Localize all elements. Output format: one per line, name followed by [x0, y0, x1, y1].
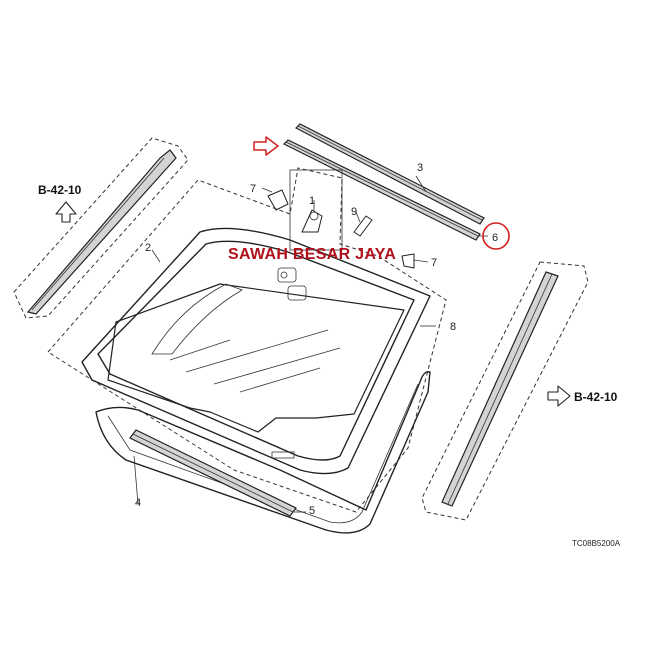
cowl-strip: [129, 429, 306, 517]
ref-label-right: B-42-10: [574, 390, 618, 404]
clip-fasteners: [261, 187, 429, 269]
callout-2: 2: [145, 242, 151, 254]
callout-1: 1: [309, 195, 315, 207]
windshield-glass: [81, 227, 431, 475]
ref-arrow-right-icon: [547, 385, 571, 407]
highlight-arrow-icon: [253, 136, 279, 156]
callout-6: 6: [492, 232, 498, 244]
left-pillar-group: [13, 137, 189, 319]
callout-5: 5: [309, 505, 315, 517]
highlight-circle: [482, 222, 510, 250]
watermark-text: SAWAH BESAR JAYA: [228, 246, 396, 263]
callout-8: 8: [450, 321, 456, 333]
callout-7-left: 7: [250, 183, 256, 195]
lower-dam-rubber: [95, 371, 431, 534]
sensor-holder: [289, 169, 343, 251]
callout-7-right: 7: [431, 257, 437, 269]
ref-label-left: B-42-10: [38, 183, 82, 197]
ref-arrow-up-icon: [55, 201, 77, 223]
callout-4: 4: [135, 497, 141, 509]
clip-part: [353, 211, 373, 237]
callout-3: 3: [417, 162, 423, 174]
drawing-code: TC08B5200A: [572, 539, 621, 548]
right-pillar-group: [421, 261, 589, 521]
callout-9: 9: [351, 206, 357, 218]
roof-molding: [282, 123, 488, 241]
